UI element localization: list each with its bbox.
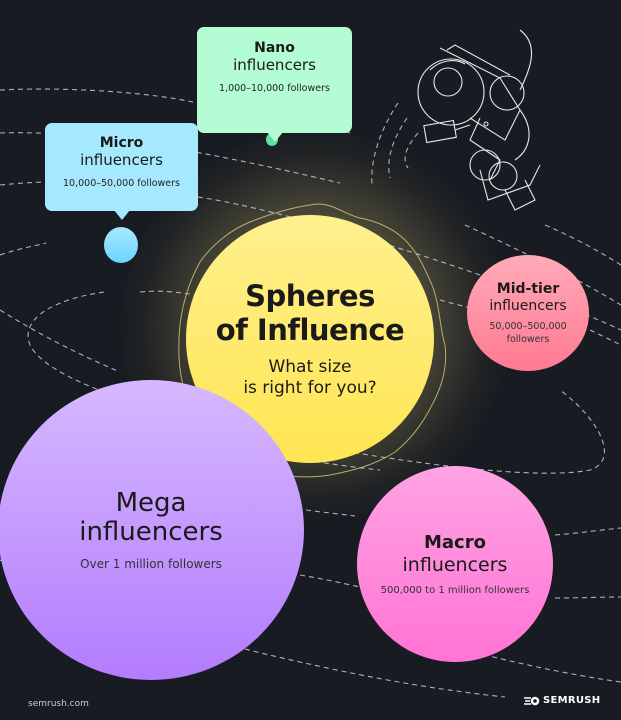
semrush-fireball-icon [524, 696, 540, 705]
mid-tier-followers-line-2: followers [506, 333, 550, 345]
title-line-2: of Influence [215, 313, 405, 347]
subtitle-line-2: is right for you? [243, 378, 377, 398]
subtitle-line-1: What size [268, 357, 352, 377]
mid-tier-followers: 50,000–500,000 followers [489, 320, 566, 346]
semrush-logo: SEMRUSH [524, 695, 600, 706]
brand-name: SEMRUSH [543, 695, 601, 706]
footer-site-link[interactable]: semrush.com [28, 699, 89, 709]
sun-ring [178, 203, 447, 478]
mega-name: Mega [115, 488, 187, 518]
mid-tier-followers-line-1: 50,000–500,000 [489, 320, 567, 332]
micro-sphere [104, 227, 138, 263]
mid-tier-label: influencers [489, 297, 567, 314]
astronaut-outline-icon [417, 29, 541, 211]
title-line-1: Spheres [245, 279, 375, 313]
macro-followers: 500,000 to 1 million followers [380, 584, 530, 596]
mega-label: influencers [79, 517, 223, 547]
micro-followers: 10,000–50,000 followers [63, 178, 180, 189]
macro-sphere: Macro influencers 500,000 to 1 million f… [357, 466, 553, 662]
nano-callout: Nano influencers 1,000–10,000 followers [197, 27, 352, 142]
macro-name: Macro [424, 531, 486, 553]
mid-tier-sphere: Mid-tier influencers 50,000–500,000 foll… [467, 255, 589, 371]
nano-followers: 1,000–10,000 followers [219, 83, 330, 94]
micro-callout: Micro influencers 10,000–50,000 follower… [45, 123, 198, 220]
mega-followers: Over 1 million followers [80, 557, 222, 571]
nano-label: influencers [233, 56, 316, 74]
micro-name: Micro [99, 135, 144, 151]
nano-name: Nano [254, 40, 295, 56]
macro-label: influencers [402, 553, 508, 576]
mega-sphere: Mega influencers Over 1 million follower… [0, 380, 304, 680]
micro-label: influencers [80, 151, 163, 169]
mid-tier-name: Mid-tier [496, 280, 560, 297]
